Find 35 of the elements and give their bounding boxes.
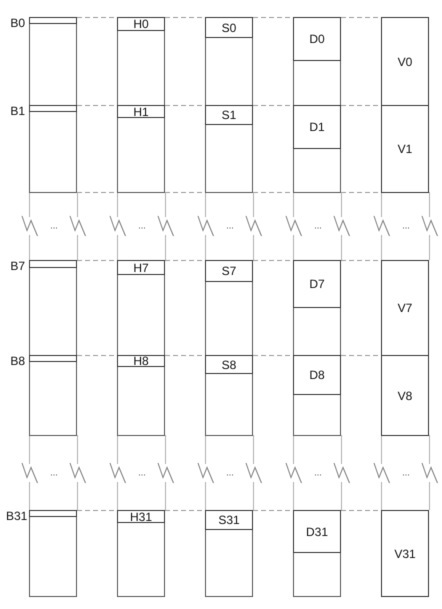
register-segment: D7 bbox=[293, 260, 341, 308]
register-segment: S7 bbox=[205, 260, 253, 282]
register-segment: D31 bbox=[293, 510, 341, 553]
ellipsis-label: ... bbox=[226, 468, 234, 478]
register-segment: V31 bbox=[381, 510, 429, 597]
register-segment: S0 bbox=[205, 17, 253, 38]
register-segment: V1 bbox=[381, 105, 429, 193]
register-segment: V7 bbox=[381, 260, 429, 356]
ellipsis-label: ... bbox=[138, 222, 146, 230]
register-name: B8 bbox=[10, 355, 25, 368]
register-segment: S8 bbox=[205, 355, 253, 374]
register-segment: H31 bbox=[117, 510, 165, 523]
ellipsis-label: ... bbox=[314, 222, 322, 230]
register-segment: V0 bbox=[381, 17, 429, 106]
register-name: B31 bbox=[6, 510, 28, 523]
ellipsis-label: ... bbox=[138, 468, 146, 478]
register-segment: S1 bbox=[205, 105, 253, 125]
register-segment: D0 bbox=[293, 17, 341, 61]
register-segment: H8 bbox=[117, 355, 165, 367]
ellipsis-label: ... bbox=[314, 468, 322, 478]
ellipsis-label: ... bbox=[226, 222, 234, 230]
ellipsis-label: ... bbox=[402, 468, 410, 478]
ellipsis-label: ... bbox=[50, 222, 58, 230]
register-segment: D8 bbox=[293, 355, 341, 395]
register-segment: H7 bbox=[117, 260, 165, 275]
register-segment: S31 bbox=[205, 510, 253, 530]
register-segment: V8 bbox=[381, 355, 429, 436]
register-name: B0 bbox=[10, 17, 25, 30]
register-segment: D1 bbox=[293, 105, 341, 149]
ellipsis-label: ... bbox=[402, 222, 410, 230]
ellipsis-label: ... bbox=[50, 468, 58, 478]
register-segment: H0 bbox=[117, 17, 165, 31]
register-segment: H1 bbox=[117, 105, 165, 118]
register-name: B7 bbox=[10, 260, 25, 273]
register-name: B1 bbox=[10, 105, 25, 118]
